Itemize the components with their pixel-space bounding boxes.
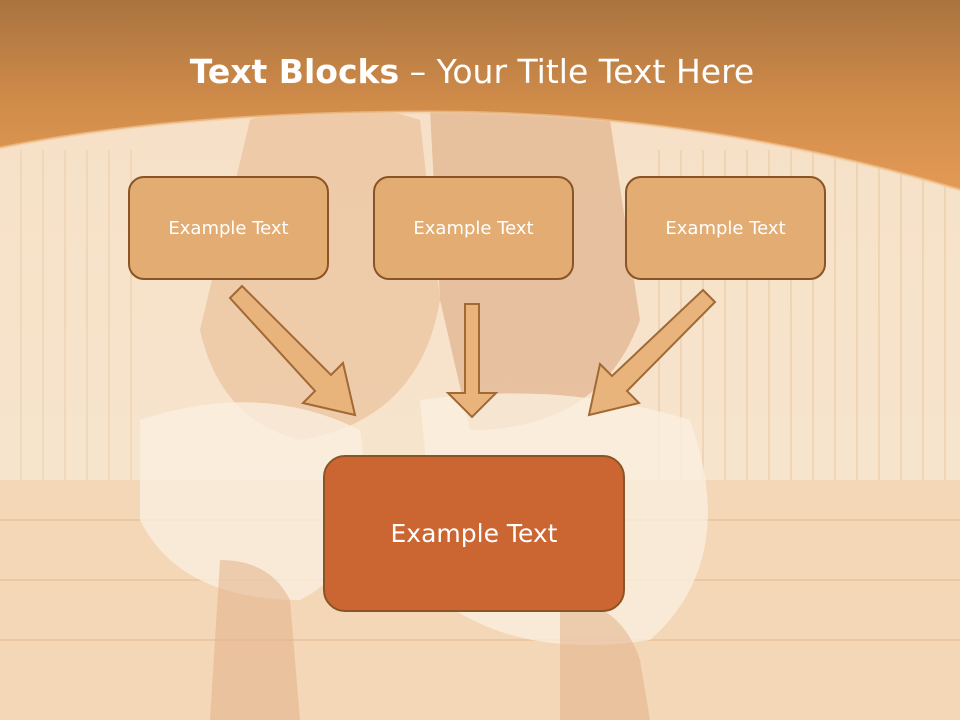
title-dash: –	[409, 52, 427, 91]
slide-title: Text Blocks – Your Title Text Here	[0, 52, 944, 91]
text-block-1-label: Example Text	[168, 217, 289, 239]
text-block-3[interactable]: Example Text	[625, 176, 826, 280]
title-rest: Your Title Text Here	[436, 52, 755, 91]
title-bold: Text Blocks	[189, 52, 400, 91]
arrow-right	[587, 288, 717, 417]
text-block-1[interactable]: Example Text	[128, 176, 329, 280]
text-block-3-label: Example Text	[665, 217, 786, 239]
text-block-2[interactable]: Example Text	[373, 176, 574, 280]
target-text-block[interactable]: Example Text	[323, 455, 625, 612]
text-block-2-label: Example Text	[413, 217, 534, 239]
target-text-block-label: Example Text	[390, 519, 558, 548]
arrow-center	[445, 303, 499, 419]
arrow-left	[228, 284, 357, 417]
